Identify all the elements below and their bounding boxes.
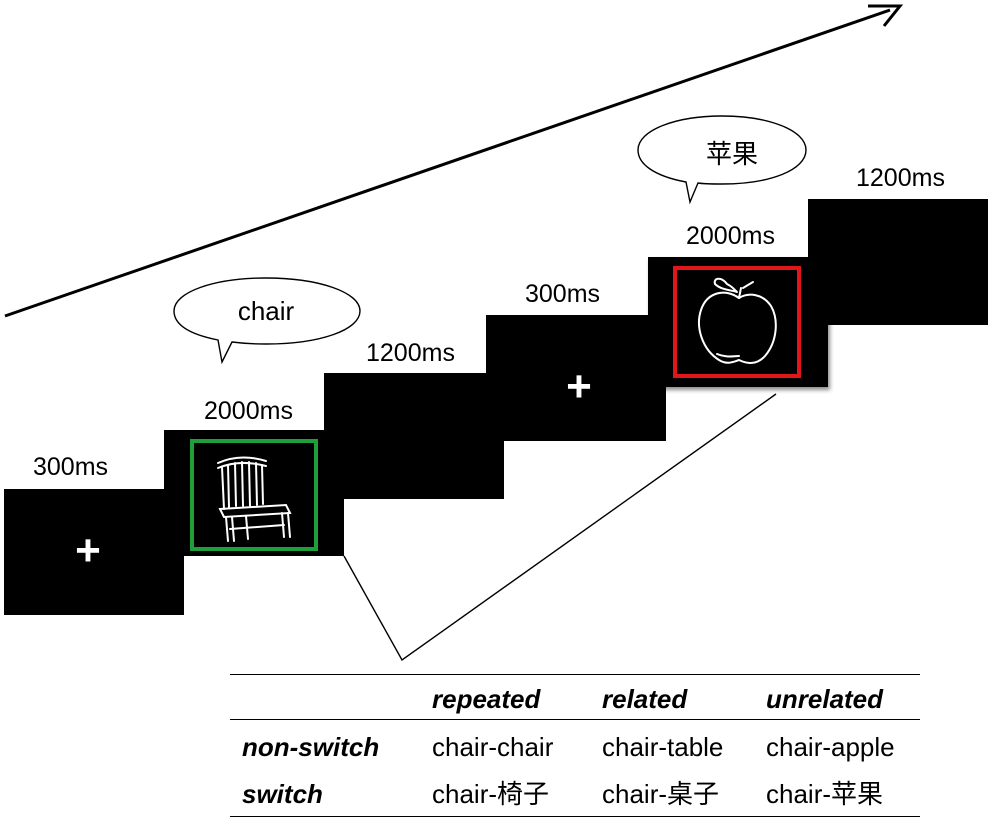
timing-label-blank-2: 1200ms <box>856 164 945 192</box>
bubble-text-target: 苹果 <box>705 139 758 169</box>
table-cell: chair-apple <box>766 732 895 762</box>
prime-picture-frame <box>190 439 318 551</box>
condition-table: repeated related unrelated non-switch ch… <box>230 674 920 820</box>
timing-label-target: 2000ms <box>686 222 775 250</box>
table-cell: chair-椅子 <box>432 779 550 809</box>
table-cell: chair-table <box>602 732 724 762</box>
table-cell: chair-苹果 <box>766 779 884 809</box>
screen-fixation-1 <box>4 489 184 615</box>
table-cell: chair-桌子 <box>602 779 720 809</box>
column-header-related: related <box>602 684 688 714</box>
row-label-non-switch: non-switch <box>242 732 380 762</box>
timing-label-fixation-1: 300ms <box>33 453 109 481</box>
target-picture-frame <box>673 266 801 378</box>
speech-bubble-target <box>637 115 807 205</box>
screen-blank-2 <box>808 199 988 325</box>
fixation-cross-2: + <box>566 362 592 411</box>
apple-icon <box>698 277 777 364</box>
table-rule-mid <box>230 719 920 720</box>
table-rule-bottom <box>230 816 920 817</box>
timing-label-prime: 2000ms <box>204 397 293 425</box>
screen-fixation-2 <box>486 315 666 441</box>
column-header-unrelated: unrelated <box>766 684 884 714</box>
speech-bubble-prime <box>173 277 361 365</box>
timing-label-blank-1: 1200ms <box>366 339 455 367</box>
fixation-cross-1: + <box>75 526 101 575</box>
timing-label-fixation-2: 300ms <box>525 280 601 308</box>
column-header-repeated: repeated <box>432 684 541 714</box>
screen-blank-1 <box>324 373 504 499</box>
row-label-switch: switch <box>242 779 323 809</box>
table-cell: chair-chair <box>432 732 554 762</box>
chair-icon <box>217 456 292 542</box>
bubble-text-prime: chair <box>237 296 295 326</box>
table-rule-top <box>230 674 920 675</box>
